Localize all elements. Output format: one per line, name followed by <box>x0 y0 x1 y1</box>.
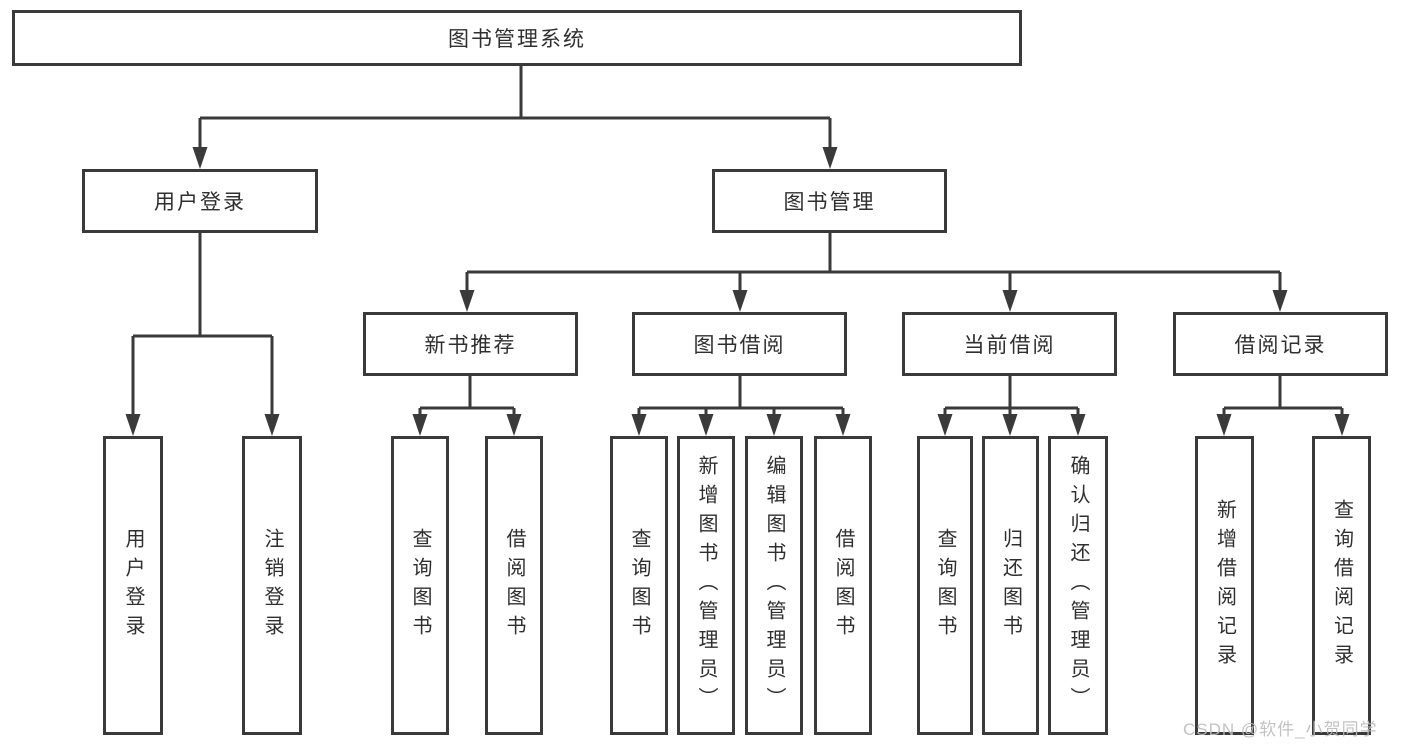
node-book-management-label: 图书管理 <box>783 191 876 214</box>
arrowhead-group <box>125 147 1350 436</box>
arrow-down-icon <box>822 147 838 169</box>
leaf-bb-query-books: 查询图书 <box>610 436 668 735</box>
node-library-system-label: 图书管理系统 <box>448 28 586 51</box>
leaf-bb-edit-books-admin-label: 编辑图书（管理员） <box>763 455 785 716</box>
leaf-nbr-borrow-books: 借阅图书 <box>485 436 543 735</box>
leaf-logout: 注销登录 <box>242 436 302 735</box>
node-user-login-label: 用户登录 <box>154 191 246 214</box>
arrow-down-icon <box>264 414 280 436</box>
leaf-cb-confirm-return-admin: 确认归还（管理员） <box>1048 436 1108 735</box>
leaf-user-login-label: 用户登录 <box>122 527 144 644</box>
arrow-down-icon <box>732 290 748 312</box>
node-book-management: 图书管理 <box>712 169 947 233</box>
leaf-nbr-borrow-books-label: 借阅图书 <box>503 527 525 644</box>
node-new-book-recommend: 新书推荐 <box>363 312 578 376</box>
leaf-cb-confirm-return-admin-label: 确认归还（管理员） <box>1067 455 1089 716</box>
leaf-br-add-record-label: 新增借阅记录 <box>1213 498 1236 673</box>
arrow-down-icon <box>1002 290 1018 312</box>
leaf-bb-query-books-label: 查询图书 <box>628 527 650 644</box>
leaf-bb-borrow-books-label: 借阅图书 <box>832 527 854 644</box>
leaf-br-query-record-label: 查询借阅记录 <box>1330 498 1353 673</box>
arrow-down-icon <box>1070 414 1086 436</box>
node-borrowing-records-label: 借阅记录 <box>1234 334 1327 357</box>
arrow-down-icon <box>631 414 647 436</box>
node-library-system: 图书管理系统 <box>12 10 1022 66</box>
arrow-down-icon <box>412 414 428 436</box>
leaf-logout-label: 注销登录 <box>261 527 283 644</box>
node-new-book-recommend-label: 新书推荐 <box>424 334 517 357</box>
leaf-bb-add-books-admin-label: 新增图书（管理员） <box>695 455 717 716</box>
node-book-borrowing: 图书借阅 <box>632 312 847 376</box>
leaf-nbr-query-books: 查询图书 <box>391 436 449 735</box>
leaf-nbr-query-books-label: 查询图书 <box>409 527 431 644</box>
csdn-watermark: CSDN @软件_小贺同学 <box>1183 720 1378 739</box>
leaf-cb-query-books-label: 查询图书 <box>934 527 956 644</box>
arrow-down-icon <box>192 147 208 169</box>
arrow-down-icon <box>506 414 522 436</box>
leaf-user-login: 用户登录 <box>103 436 163 735</box>
node-borrowing-records: 借阅记录 <box>1173 312 1388 376</box>
leaf-bb-edit-books-admin: 编辑图书（管理员） <box>745 436 803 735</box>
arrow-down-icon <box>1216 414 1232 436</box>
node-user-login: 用户登录 <box>82 169 318 233</box>
arrow-down-icon <box>937 414 953 436</box>
leaf-br-query-record: 查询借阅记录 <box>1312 436 1371 735</box>
arrow-down-icon <box>698 414 714 436</box>
leaf-br-add-record: 新增借阅记录 <box>1195 436 1254 735</box>
arrow-down-icon <box>835 414 851 436</box>
arrow-down-icon <box>459 290 475 312</box>
arrow-down-icon <box>766 414 782 436</box>
node-current-borrowing: 当前借阅 <box>902 312 1117 376</box>
leaf-cb-return-books: 归还图书 <box>982 436 1039 735</box>
leaf-bb-borrow-books: 借阅图书 <box>814 436 872 735</box>
arrow-down-icon <box>1272 290 1288 312</box>
node-current-borrowing-label: 当前借阅 <box>963 334 1056 357</box>
arrow-down-icon <box>1334 414 1350 436</box>
leaf-bb-add-books-admin: 新增图书（管理员） <box>677 436 735 735</box>
node-book-borrowing-label: 图书借阅 <box>693 334 786 357</box>
tree-connectors <box>131 66 1344 419</box>
leaf-cb-query-books: 查询图书 <box>917 436 973 735</box>
arrow-down-icon <box>1002 414 1018 436</box>
arrow-down-icon <box>125 414 141 436</box>
leaf-cb-return-books-label: 归还图书 <box>999 527 1022 644</box>
